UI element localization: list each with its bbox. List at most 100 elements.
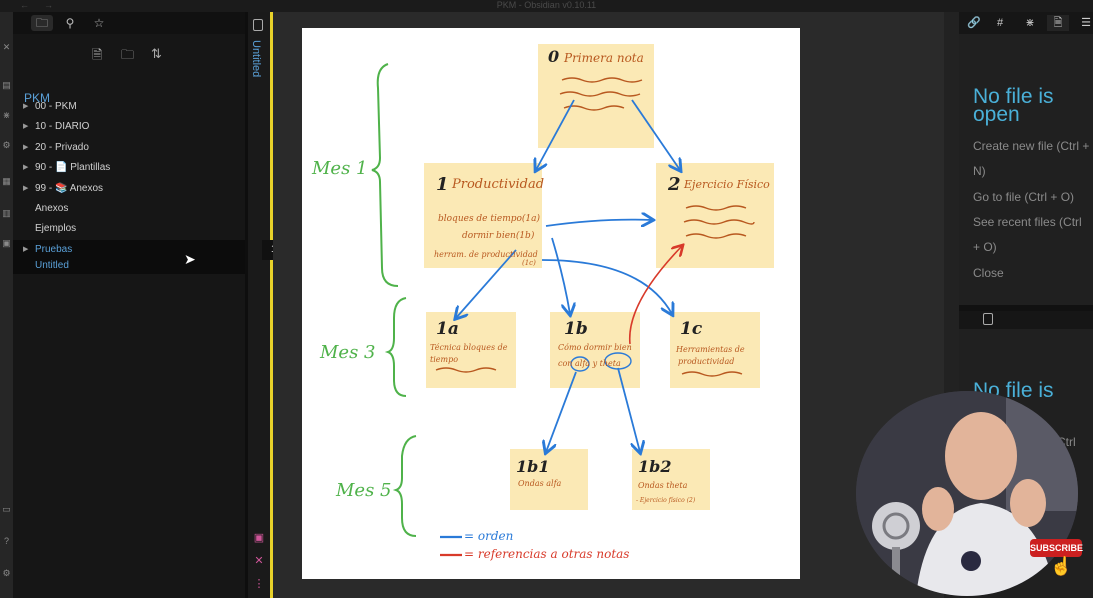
note-0-num: 0 (548, 47, 559, 66)
open-quick-switcher-icon[interactable]: ▤ (2, 80, 11, 90)
outline-icon[interactable]: ☰ (1081, 17, 1091, 29)
month-label-5: Mes 5 (335, 480, 392, 501)
tree-folder-20-privado[interactable]: ▶ 20 - Privado (13, 138, 245, 158)
note-1c-line-1: Herramientas de (675, 345, 745, 354)
note-1-num: 1 (436, 174, 449, 195)
star-icon[interactable]: ☆ (93, 16, 105, 30)
graph-view-icon[interactable]: ⋇ (2, 110, 11, 120)
vault-name[interactable]: PKM (24, 91, 51, 105)
tree-file-ejemplos[interactable]: Ejemplos (13, 219, 245, 239)
note-1-title: Productividad (451, 177, 544, 192)
note-1c-line-2: productividad (678, 357, 734, 366)
create-new-file-link[interactable]: Create new file (Ctrl + N) (973, 139, 1090, 178)
reference-arrows (628, 246, 682, 345)
note-2-num: 2 (667, 174, 681, 195)
no-file-title: No file is open (973, 85, 1054, 126)
chevron-right-icon: ▶ (23, 164, 29, 171)
sticky-note-1b2 (632, 449, 710, 510)
note-1b2-line-1: Ondas theta (638, 481, 688, 490)
tree-item-label: Anexos (35, 203, 69, 214)
note-1b-line-2: con alfa y theta (558, 359, 621, 368)
note-1a-num: 1a (436, 319, 459, 339)
note-1b1-line-1: Ondas alfa (518, 479, 562, 488)
presenter-video (856, 391, 1078, 596)
panel-divider[interactable] (245, 12, 248, 598)
tree-file-anexos[interactable]: Anexos (13, 199, 245, 219)
subscribe-button[interactable]: SUBSCRIBE (1030, 539, 1083, 557)
title-bar: ← → PKM - Obsidian v0.10.11 (0, 0, 1093, 12)
order-arrows (456, 99, 680, 452)
note-1c-num: 1c (680, 319, 703, 339)
tree-item-label: 10 - DIARIO (35, 121, 90, 132)
chevron-right-icon: ▶ (23, 185, 29, 192)
file-icon[interactable] (983, 313, 993, 325)
note-1b1-num: 1b1 (516, 457, 549, 476)
close-tab-icon[interactable]: ✕ (254, 555, 264, 567)
sort-icon[interactable]: ⇅ (151, 46, 162, 61)
settings-gear-icon[interactable]: ⚙ (2, 568, 11, 578)
drawing-canvas[interactable]: 0 Primera nota 1 Productividad bloques d… (302, 28, 800, 579)
tree-item-label: 20 - Privado (35, 142, 89, 153)
forward-arrow-icon[interactable]: → (44, 0, 53, 10)
new-note-icon[interactable]: 🗎 (92, 47, 103, 62)
mouse-pointer-icon: ➤ (184, 251, 196, 267)
canvas-drawing: 0 Primera nota 1 Productividad bloques d… (311, 44, 774, 561)
close-link[interactable]: Close (973, 266, 1004, 280)
folder-icon[interactable]: 🗀 (31, 15, 53, 31)
note-1b2-line-2: - Ejercicio físico (2) (636, 497, 696, 504)
search-icon[interactable]: ⚲ (65, 16, 75, 30)
tree-folder-90-plantillas[interactable]: ▶ 90 - 📄 Plantillas (13, 158, 245, 178)
sticky-note-1b (550, 312, 640, 388)
daily-note-icon[interactable]: ▦ (2, 176, 11, 186)
pointing-hand-icon: ☝ (1050, 556, 1073, 576)
tree-folder-99-anexos[interactable]: ▶ 99 - 📚 Anexos (13, 179, 245, 199)
month-braces (371, 63, 417, 537)
vault-icon[interactable]: ▭ (2, 504, 11, 514)
left-ribbon: ✕ ▤ ⋇ ⚙ ▦ ▥ ▣ ▭ ? ⚙ (0, 12, 13, 598)
chevron-right-icon: ▶ (23, 123, 29, 130)
command-palette-icon[interactable]: ▣ (2, 238, 11, 248)
note-1-ref: (1c) (522, 259, 536, 267)
back-arrow-icon[interactable]: ← (20, 0, 29, 10)
webcam-overlay (856, 391, 1078, 596)
tree-folder-pruebas[interactable]: ▶ Pruebas (13, 240, 245, 260)
note-2-title: Ejercicio Físico (683, 178, 770, 191)
graph-icon[interactable]: ⋇ (1025, 17, 1035, 29)
tree-folder-10-diario[interactable]: ▶ 10 - DIARIO (13, 117, 245, 137)
note-1-line-3: herram. de productividad (434, 250, 538, 259)
tree-item-label: Pruebas (35, 244, 73, 255)
tab-untitled[interactable]: Untitled (250, 40, 262, 78)
link-icon[interactable]: 🔗 (967, 17, 981, 29)
file-icon[interactable]: 🗎 (1047, 15, 1069, 31)
tree-item-label: Ejemplos (35, 223, 77, 234)
right-tab-bar-2 (959, 311, 1093, 329)
recent-files-link[interactable]: See recent files (Ctrl + O) (973, 215, 1082, 254)
collapse-icon[interactable]: ✕ (2, 42, 11, 52)
go-to-file-link[interactable]: Go to file (Ctrl + O) (973, 190, 1075, 204)
note-1b2-num: 1b2 (638, 457, 671, 476)
note-1a-line-2: tiempo (430, 355, 458, 364)
month-label-1: Mes 1 (311, 158, 368, 179)
month-label-3: Mes 3 (319, 342, 376, 363)
tree-item-label: 00 - PKM (35, 101, 77, 112)
templates-icon[interactable]: ▥ (2, 208, 11, 218)
more-options-icon[interactable]: ⋮ (253, 578, 265, 590)
file-explorer-panel: 🗀 ⚲ ☆ 🗎 🗀 ⇅ PKM ▶ 00 - PKM ▶ 10 - DIARIO… (13, 12, 245, 598)
new-folder-icon[interactable]: 🗀 (121, 47, 135, 62)
vertical-tab-strip: Untitled ▣ ✕ ⋮ (248, 12, 270, 598)
hashtag-icon[interactable]: # (996, 17, 1004, 29)
legend-order: = orden (464, 529, 513, 543)
tree-item-label: 99 - 📚 Anexos (35, 183, 104, 194)
help-icon[interactable]: ? (3, 536, 9, 546)
sticky-note-1 (424, 163, 542, 268)
panel-divider[interactable] (959, 305, 1093, 311)
right-tab-bar: 🔗 # ⋇ 🗎 ☰ (959, 12, 1093, 34)
settings-icon[interactable]: ⚙ (2, 140, 11, 150)
chevron-right-icon: ▶ (23, 144, 29, 151)
tree-file-untitled[interactable]: Untitled (13, 257, 245, 274)
file-icon[interactable] (253, 19, 263, 31)
reading-mode-icon[interactable]: ▣ (253, 532, 265, 544)
legend-references: = referencias a otras notas (464, 547, 629, 561)
chevron-right-icon: ▶ (23, 103, 29, 110)
tree-folder-00-pkm[interactable]: ▶ 00 - PKM (13, 97, 245, 117)
